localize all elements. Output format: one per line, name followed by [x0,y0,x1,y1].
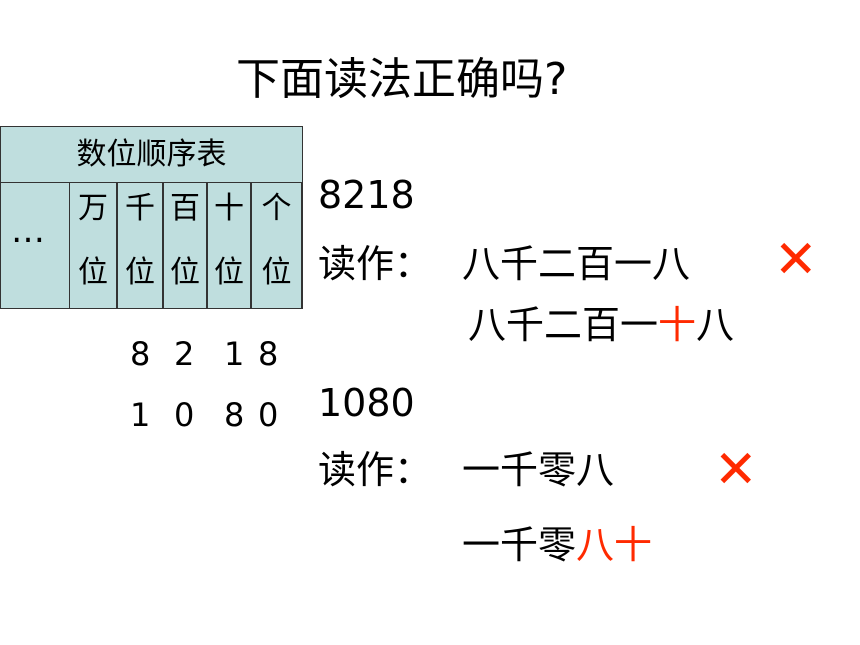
ellipsis-text: … [11,211,45,251]
digit: 8 [258,335,279,373]
example1-correct-reading: 八千二百一十八 [468,302,734,348]
column-label-top: 个 [261,191,292,226]
digit: 1 [224,335,245,373]
column-thousands: 千 位 [117,183,163,308]
correct-part: 八 [696,303,735,347]
digit: 8 [130,335,151,373]
column-label-top: 千 [125,191,155,226]
column-hundreds: 百 位 [163,183,207,308]
column-label-top: 百 [170,191,200,226]
column-label-bottom: 位 [214,255,244,290]
ellipsis-cell: … [1,183,70,308]
correct-part: 八千二百一 [468,303,659,347]
column-label-top: 十 [214,191,244,226]
example1-read-label: 读作： [318,242,433,286]
digit: 0 [174,396,195,434]
example1-wrong-reading: 八千二百一八 [462,242,691,286]
digit: 2 [174,335,195,373]
digit: 0 [258,396,279,434]
column-ten-thousands: 万 位 [69,183,117,308]
wrong-mark-icon: ✕ [714,440,758,500]
digit: 1 [130,396,151,434]
column-label-bottom: 位 [261,255,292,290]
example1-number: 8218 [318,173,415,217]
wrong-mark-icon: ✕ [774,230,818,290]
column-tens: 十 位 [207,183,251,308]
place-value-table: 数位顺序表 … 万 位 千 位 百 位 十 位 个 位 [0,126,303,309]
table-header: 数位顺序表 [1,127,302,183]
digit: 8 [224,396,245,434]
example2-correct-reading: 一千零八十 [462,522,652,568]
slide-title: 下面读法正确吗? [236,54,568,105]
column-label-bottom: 位 [78,255,108,290]
example2-wrong-reading: 一千零八 [462,448,615,492]
column-label-top: 万 [78,191,108,226]
correct-part: 一千零 [462,523,577,567]
highlighted-part: 十 [658,303,697,347]
column-ones: 个 位 [251,183,302,308]
example2-number: 1080 [318,381,415,425]
column-label-bottom: 位 [125,255,155,290]
example2-read-label: 读作： [318,448,433,492]
highlighted-part: 八十 [576,523,653,567]
column-label-bottom: 位 [170,255,200,290]
